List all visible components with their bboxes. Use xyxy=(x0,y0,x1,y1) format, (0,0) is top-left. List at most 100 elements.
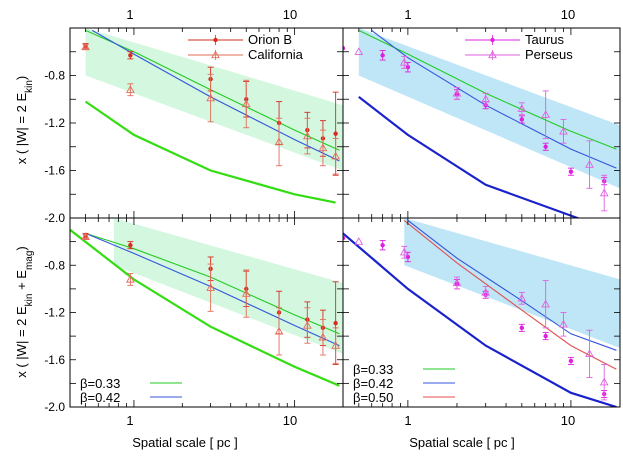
data-point-taurus xyxy=(519,117,525,122)
model-line-green_dark-2 xyxy=(84,100,336,204)
data-point-perseus xyxy=(354,47,364,55)
panel-bottom-left: -2.0 -1.6 -1.2 -0.8 β=0.33β=0.42 xyxy=(44,217,344,414)
panel-plot-area xyxy=(81,28,343,204)
data-point-perseus xyxy=(452,278,462,287)
data-point-california xyxy=(241,289,251,297)
data-point-california xyxy=(241,99,251,108)
top-tick-label-10-left: 10 xyxy=(283,7,297,22)
data-point-california xyxy=(318,332,328,341)
model-line-blue_dark-2 xyxy=(343,232,617,407)
data-point-perseus xyxy=(599,377,609,386)
model-line-red-0 xyxy=(403,219,617,370)
y-axis-label-bottom: x ( |W| = 2 Ekin + Emag) xyxy=(14,246,35,378)
data-point-perseus xyxy=(481,287,491,296)
y-label-bottom-mid: + E xyxy=(14,270,29,294)
data-point-california xyxy=(206,283,215,291)
bottom-tick-label-10-left: 10 xyxy=(283,413,297,428)
data-point-taurus xyxy=(543,333,548,339)
top-tick-label-1-left: 1 xyxy=(126,7,133,22)
data-point-california xyxy=(206,93,215,102)
y-label-top-sub: kin xyxy=(24,80,35,93)
data-point-perseus xyxy=(354,237,364,245)
data-point-taurus xyxy=(568,358,574,364)
legend-label: California xyxy=(248,47,304,62)
data-point-taurus xyxy=(519,325,525,331)
legend-label: Orion B xyxy=(248,32,292,47)
panel-plot-area xyxy=(343,218,620,407)
data-point-perseus xyxy=(541,110,551,118)
y-label-bottom-sub2: mag xyxy=(24,251,35,270)
data-point-california xyxy=(81,42,90,51)
data-point-california xyxy=(274,137,284,146)
data-point-orion-b xyxy=(333,131,338,136)
y-label-top-end: ) xyxy=(14,76,29,80)
data-point-california xyxy=(318,143,328,152)
top-tick-label-1-right: 1 xyxy=(404,7,411,22)
beta-key-label: β=0.33 xyxy=(80,376,120,391)
confidence-band xyxy=(358,28,620,189)
y-tick-label: -2.0 xyxy=(44,400,65,414)
beta-key-label: β=0.42 xyxy=(80,390,120,405)
data-point-california xyxy=(331,151,341,160)
data-point-orion-b xyxy=(333,320,338,326)
data-point-california xyxy=(331,341,341,349)
data-point-california xyxy=(81,232,90,241)
confidence-band xyxy=(404,218,620,348)
panel-plot-area xyxy=(70,218,343,387)
data-point-california xyxy=(302,131,312,140)
y-label-bottom-end: ) xyxy=(14,246,29,250)
data-point-perseus xyxy=(585,349,594,357)
data-point-perseus xyxy=(481,94,491,103)
data-point-perseus xyxy=(517,293,527,302)
legend-label: Taurus xyxy=(525,32,565,47)
y-tick-label: -1.6 xyxy=(44,164,65,178)
data-point-perseus xyxy=(517,104,527,112)
legend-label: Perseus xyxy=(525,47,573,62)
data-point-california xyxy=(125,274,135,283)
beta-key-label: β=0.33 xyxy=(353,362,393,377)
y-axis-label-top: x ( |W| = 2 Ekin) xyxy=(14,76,35,165)
beta-key-label: β=0.42 xyxy=(353,376,393,391)
top-tick-label-10-right: 10 xyxy=(561,7,575,22)
x-axis-label-left: Spatial scale [ pc ] xyxy=(132,435,238,450)
bottom-tick-label-1-left: 1 xyxy=(126,413,133,428)
data-point-perseus xyxy=(585,160,594,168)
data-point-taurus xyxy=(343,45,346,51)
data-point-taurus xyxy=(568,169,574,174)
x-axis-label-right: Spatial scale [ pc ] xyxy=(409,435,515,450)
y-tick-label: -1.2 xyxy=(44,306,65,320)
data-point-taurus xyxy=(343,235,346,241)
data-point-perseus xyxy=(541,299,551,308)
y-tick-label: -0.8 xyxy=(44,258,65,272)
y-label-top-main: x ( |W| = 2 E xyxy=(14,93,29,165)
data-point-california xyxy=(125,85,135,93)
panel-plot-area xyxy=(343,28,620,218)
bottom-tick-label-1-right: 1 xyxy=(404,413,411,428)
data-point-taurus xyxy=(543,144,548,149)
data-point-orion-b xyxy=(128,53,133,58)
data-point-california xyxy=(274,326,284,335)
data-point-perseus xyxy=(399,247,409,256)
data-point-california xyxy=(302,320,312,329)
y-label-bottom-sub1: kin xyxy=(24,294,35,307)
model-line-blue_dark-2 xyxy=(358,96,581,218)
y-tick-label: -2.0 xyxy=(44,211,65,225)
data-point-perseus xyxy=(599,188,609,197)
y-tick-label: -1.2 xyxy=(44,116,65,130)
data-point-perseus xyxy=(559,126,568,135)
beta-key-label: β=0.50 xyxy=(353,390,393,405)
y-tick-label: -0.8 xyxy=(44,69,65,83)
panel-bottom-right: β=0.33β=0.42β=0.50 xyxy=(342,217,621,408)
model-line-green_dark-2 xyxy=(70,228,340,387)
y-tick-label: -1.6 xyxy=(44,353,65,367)
confidence-band xyxy=(113,218,343,354)
data-point-perseus xyxy=(452,88,462,97)
y-label-bottom-main: x ( |W| = 2 E xyxy=(14,306,29,378)
data-point-perseus xyxy=(399,57,409,66)
bottom-tick-label-10-right: 10 xyxy=(561,413,575,428)
data-point-perseus xyxy=(559,319,568,328)
